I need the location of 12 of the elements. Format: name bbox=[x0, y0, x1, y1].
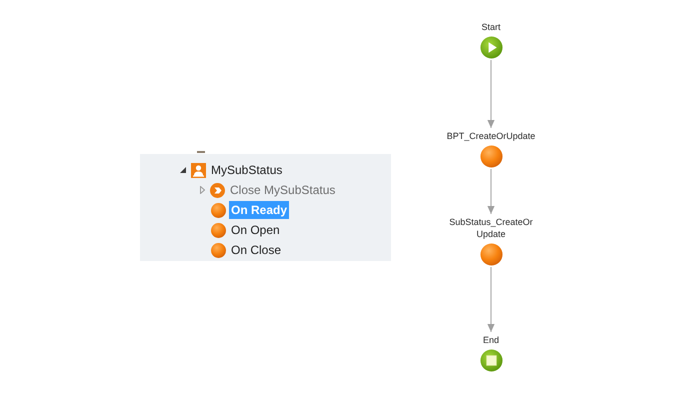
tree-item-label: MySubStatus bbox=[210, 162, 284, 179]
arrow bbox=[487, 266, 495, 332]
node-label: Start bbox=[481, 21, 500, 33]
node-label: End bbox=[482, 334, 499, 346]
arrow bbox=[487, 168, 495, 214]
selected-tree-item-label: On Ready bbox=[229, 201, 290, 219]
tree-item-label: Close MySubStatus bbox=[229, 182, 336, 199]
tree-item-label: On Close bbox=[230, 242, 282, 259]
tree-item-label: On Open bbox=[230, 222, 281, 239]
node-label: SubStatus_CreateOrUpdate bbox=[449, 216, 533, 240]
arrow bbox=[487, 60, 495, 128]
node-label: BPT_CreateOrUpdate bbox=[446, 130, 536, 142]
